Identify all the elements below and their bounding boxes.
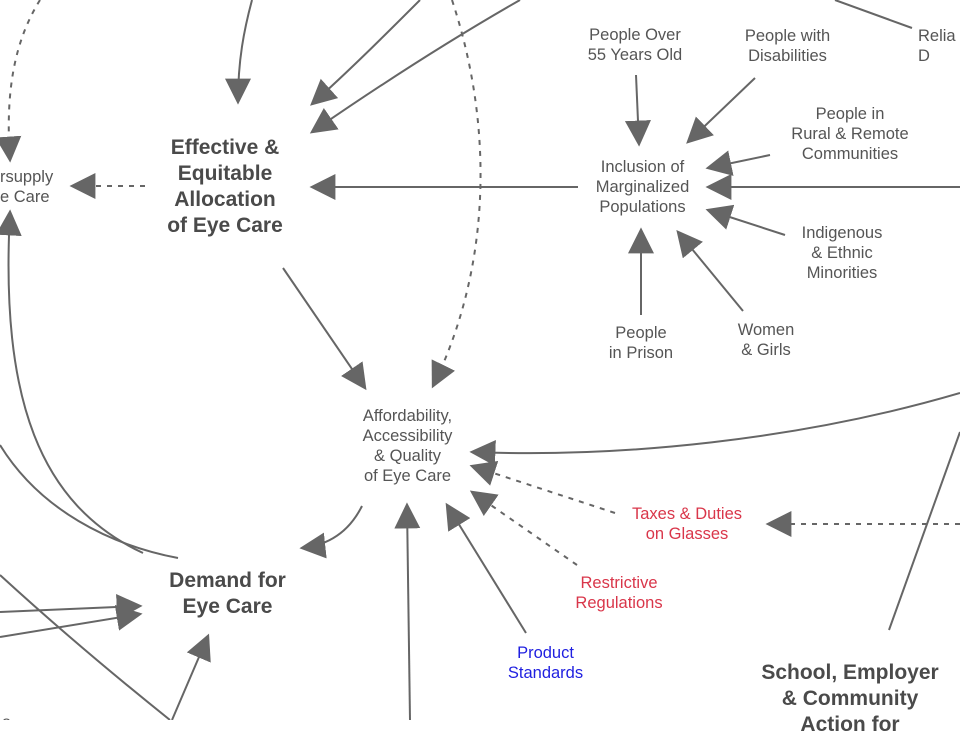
arrow-top-to-allocation-2 [310, 0, 421, 106]
arrow-disabilities-to-inclusion [686, 77, 756, 144]
arrow-bottom-to-demand [171, 633, 211, 720]
arrow-left-curve-down [0, 444, 179, 559]
node-demand-eye-care: Demand for Eye Care [169, 569, 286, 618]
arrow-reliable-to-top [834, 0, 913, 29]
node-oversupply-partial: rsupply e Care [0, 168, 54, 206]
node-effective-allocation: Effective & Equitable Allocation of Eye … [167, 136, 283, 237]
node-school-employer: School, Employer & Community Action for [761, 661, 939, 736]
arrow-over55-to-inclusion [624, 74, 651, 147]
arrow-left-to-demand-1 [0, 594, 143, 620]
node-reliable-partial: Relia D [918, 27, 956, 65]
arrow-dashed-to-affordability [431, 0, 482, 389]
arrow-bottom-to-affordability [394, 502, 421, 720]
diagram-canvas: o [0, 0, 960, 720]
arrow-left-lower-curve [0, 574, 171, 720]
node-taxes-duties: Taxes & Duties on Glasses [631, 505, 743, 543]
arrow-allocation-to-affordability [282, 267, 367, 391]
arrow-top-to-allocation-1 [225, 0, 253, 105]
arrow-oversupply-dashed [0, 0, 41, 163]
arrow-top-to-allocation-3 [309, 0, 521, 134]
arrow-school-line [888, 431, 960, 631]
arrow-indigenous-to-inclusion [705, 204, 786, 236]
arrow-demand-to-oversupply [0, 209, 144, 554]
node-affordability: Affordability, Accessibility & Quality o… [362, 407, 453, 485]
node-people-with-disabilities: People with Disabilities [744, 27, 831, 65]
arrow-taxes-to-affordability [469, 460, 616, 514]
node-women-girls: Women & Girls [737, 321, 795, 359]
arrow-rural-to-inclusion [705, 150, 771, 176]
arrow-regulations-to-affordability [469, 490, 578, 566]
node-restrictive-regulations: Restrictive Regulations [575, 574, 663, 612]
arrow-right-to-affordability [469, 392, 960, 466]
node-people-rural-remote: People in Rural & Remote Communities [791, 105, 909, 163]
node-people-in-prison: People in Prison [608, 324, 674, 362]
node-people-over-55: People Over 55 Years Old [587, 26, 683, 64]
node-product-standards: Product Standards [507, 644, 584, 682]
arrow-standards-to-affordability [445, 502, 527, 634]
node-indigenous-ethnic: Indigenous & Ethnic Minorities [801, 224, 883, 282]
node-inclusion-marginalized: Inclusion of Marginalized Populations [595, 158, 690, 216]
arrow-left-to-demand-2 [0, 604, 143, 638]
partial-glyph-bottom-left: o [2, 714, 11, 720]
arrow-affordability-to-demand [299, 505, 363, 559]
arrow-women-to-inclusion [676, 229, 744, 312]
